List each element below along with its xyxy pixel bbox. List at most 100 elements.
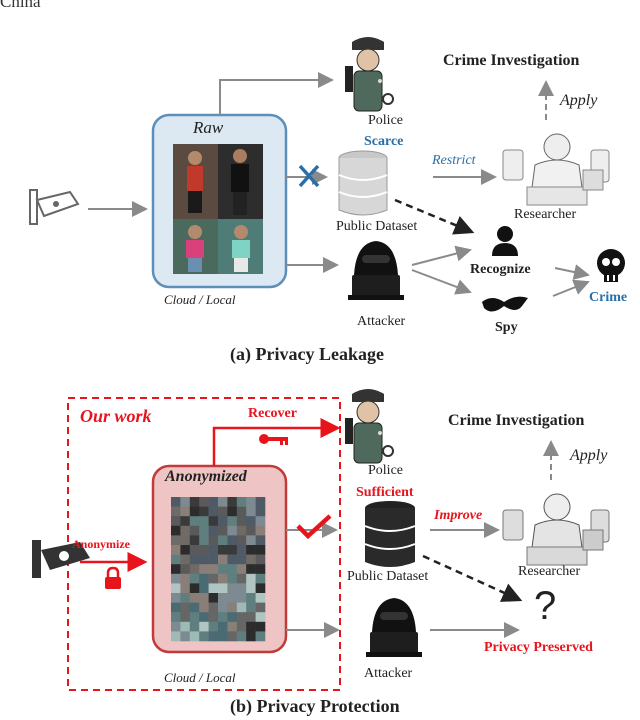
anonymized-pixel: [236, 506, 247, 517]
anonymized-pixel: [255, 516, 266, 527]
recover-label: Recover: [248, 406, 297, 421]
anonymized-pixel: [199, 612, 209, 623]
anonymized-pixel: [208, 554, 219, 565]
cloud-local-label: Cloud / Local: [164, 292, 236, 307]
police-icon: [345, 37, 394, 112]
anonymized-pixel: [236, 593, 247, 603]
anonymized-pixel: [236, 497, 247, 507]
police-label: Police: [368, 463, 403, 478]
anonymized-pixel: [189, 583, 200, 594]
public-dataset-label: Public Dataset: [336, 219, 418, 234]
anonymized-pixel: [189, 593, 200, 603]
anonymized-pixel: [255, 545, 266, 555]
anonymized-pixel: [171, 525, 181, 536]
anonymized-pixel: [227, 612, 238, 623]
anonymized-pixel: [180, 583, 191, 594]
anonymized-pixel: [208, 525, 219, 536]
crime-label: Crime: [589, 290, 628, 305]
lock-icon: [105, 566, 121, 589]
anonymized-pixel: [246, 525, 256, 536]
anonymized-pixel: [171, 573, 181, 584]
anonymized-pixel: [189, 545, 200, 555]
anonymized-pixel: [171, 621, 181, 632]
attacker-icon: [366, 598, 422, 657]
anonymized-pixel: [180, 497, 191, 507]
anonymized-pixel: [199, 583, 209, 594]
anonymized-pixel: [227, 573, 238, 584]
anonymized-pixel: [255, 506, 266, 517]
our-work-frame: [67, 397, 341, 691]
anonymized-pixel: [218, 535, 228, 546]
anonymized-pixel: [180, 612, 191, 623]
anonymized-pixel: [236, 602, 247, 613]
skull-icon: [597, 249, 625, 282]
anonymized-pixel: [227, 593, 238, 603]
anonymized-pixel: [255, 621, 266, 632]
question-mark-icon: ?: [534, 584, 557, 628]
anonymized-pixel: [180, 593, 191, 603]
anonymized-pixel: [227, 602, 238, 613]
attacker-icon: [348, 241, 404, 300]
anonymized-pixel: [171, 535, 181, 546]
anonymized-pixel: [227, 535, 238, 546]
anonymized-pixel: [189, 535, 200, 546]
anonymized-pixel: [218, 602, 228, 613]
anonymized-pixel: [218, 525, 228, 536]
anonymized-pixel: [255, 564, 266, 575]
researcher-icon: [502, 493, 610, 566]
anonymized-pixel: [227, 497, 238, 507]
anonymized-pixel: [171, 564, 181, 575]
anonymized-pixel: [199, 516, 209, 527]
anonymized-pixel: [255, 535, 266, 546]
anonymized-pixel: [208, 573, 219, 584]
anonymized-pixel: [218, 506, 228, 517]
raw-label: Raw: [193, 118, 224, 137]
anonymized-pixel: [227, 621, 238, 632]
anonymized-pixel: [218, 554, 228, 565]
improve-label: Improve: [434, 508, 483, 523]
anonymized-pixel: [236, 545, 247, 555]
apply-label: Apply: [570, 447, 608, 464]
anonymized-pixel: [189, 564, 200, 575]
checkmark-icon: [296, 514, 332, 540]
anonymized-pixel: [208, 602, 219, 613]
recognize-label: Recognize: [470, 262, 531, 277]
attacker-label: Attacker: [364, 666, 413, 681]
anonymized-pixel: [218, 573, 228, 584]
anonymized-pixel: [180, 506, 191, 517]
public-dataset-icon: [338, 150, 388, 216]
anonymized-pixel: [189, 621, 200, 632]
anonymized-pixel: [199, 593, 209, 603]
anonymized-pedestrian-images: [171, 497, 266, 642]
anonymized-pixel: [171, 631, 181, 642]
anonymize-label: Anonymize: [72, 537, 130, 551]
our-work-label: Our work: [80, 406, 152, 426]
public-dataset-icon: [364, 501, 416, 567]
anonymized-pixel: [199, 535, 209, 546]
sufficient-label: Sufficient: [356, 485, 414, 500]
anonymized-pixel: [255, 573, 266, 584]
anonymized-pixel: [199, 554, 209, 565]
anonymized-pixel: [180, 573, 191, 584]
anonymized-pixel: [189, 573, 200, 584]
public-dataset-label: Public Dataset: [347, 569, 429, 584]
anonymized-pixel: [255, 497, 266, 507]
anonymized-pixel: [208, 516, 219, 527]
anonymized-pixel: [199, 506, 209, 517]
anonymized-pixel: [199, 621, 209, 632]
anonymized-pixel: [208, 621, 219, 632]
anonymized-pixel: [227, 554, 238, 565]
anonymized-pixel: [246, 545, 256, 555]
anonymized-label: Anonymized: [165, 468, 247, 485]
anonymized-pixel: [199, 564, 209, 575]
police-icon: [345, 389, 394, 464]
anonymized-pixel: [208, 506, 219, 517]
anonymized-pixel: [236, 535, 247, 546]
anonymized-pixel: [189, 602, 200, 613]
anonymized-pixel: [218, 545, 228, 555]
anonymized-pixel: [246, 497, 256, 507]
anonymized-pixel: [189, 554, 200, 565]
anonymized-pixel: [218, 593, 228, 603]
anonymized-pixel: [255, 593, 266, 603]
anonymized-pixel: [171, 516, 181, 527]
